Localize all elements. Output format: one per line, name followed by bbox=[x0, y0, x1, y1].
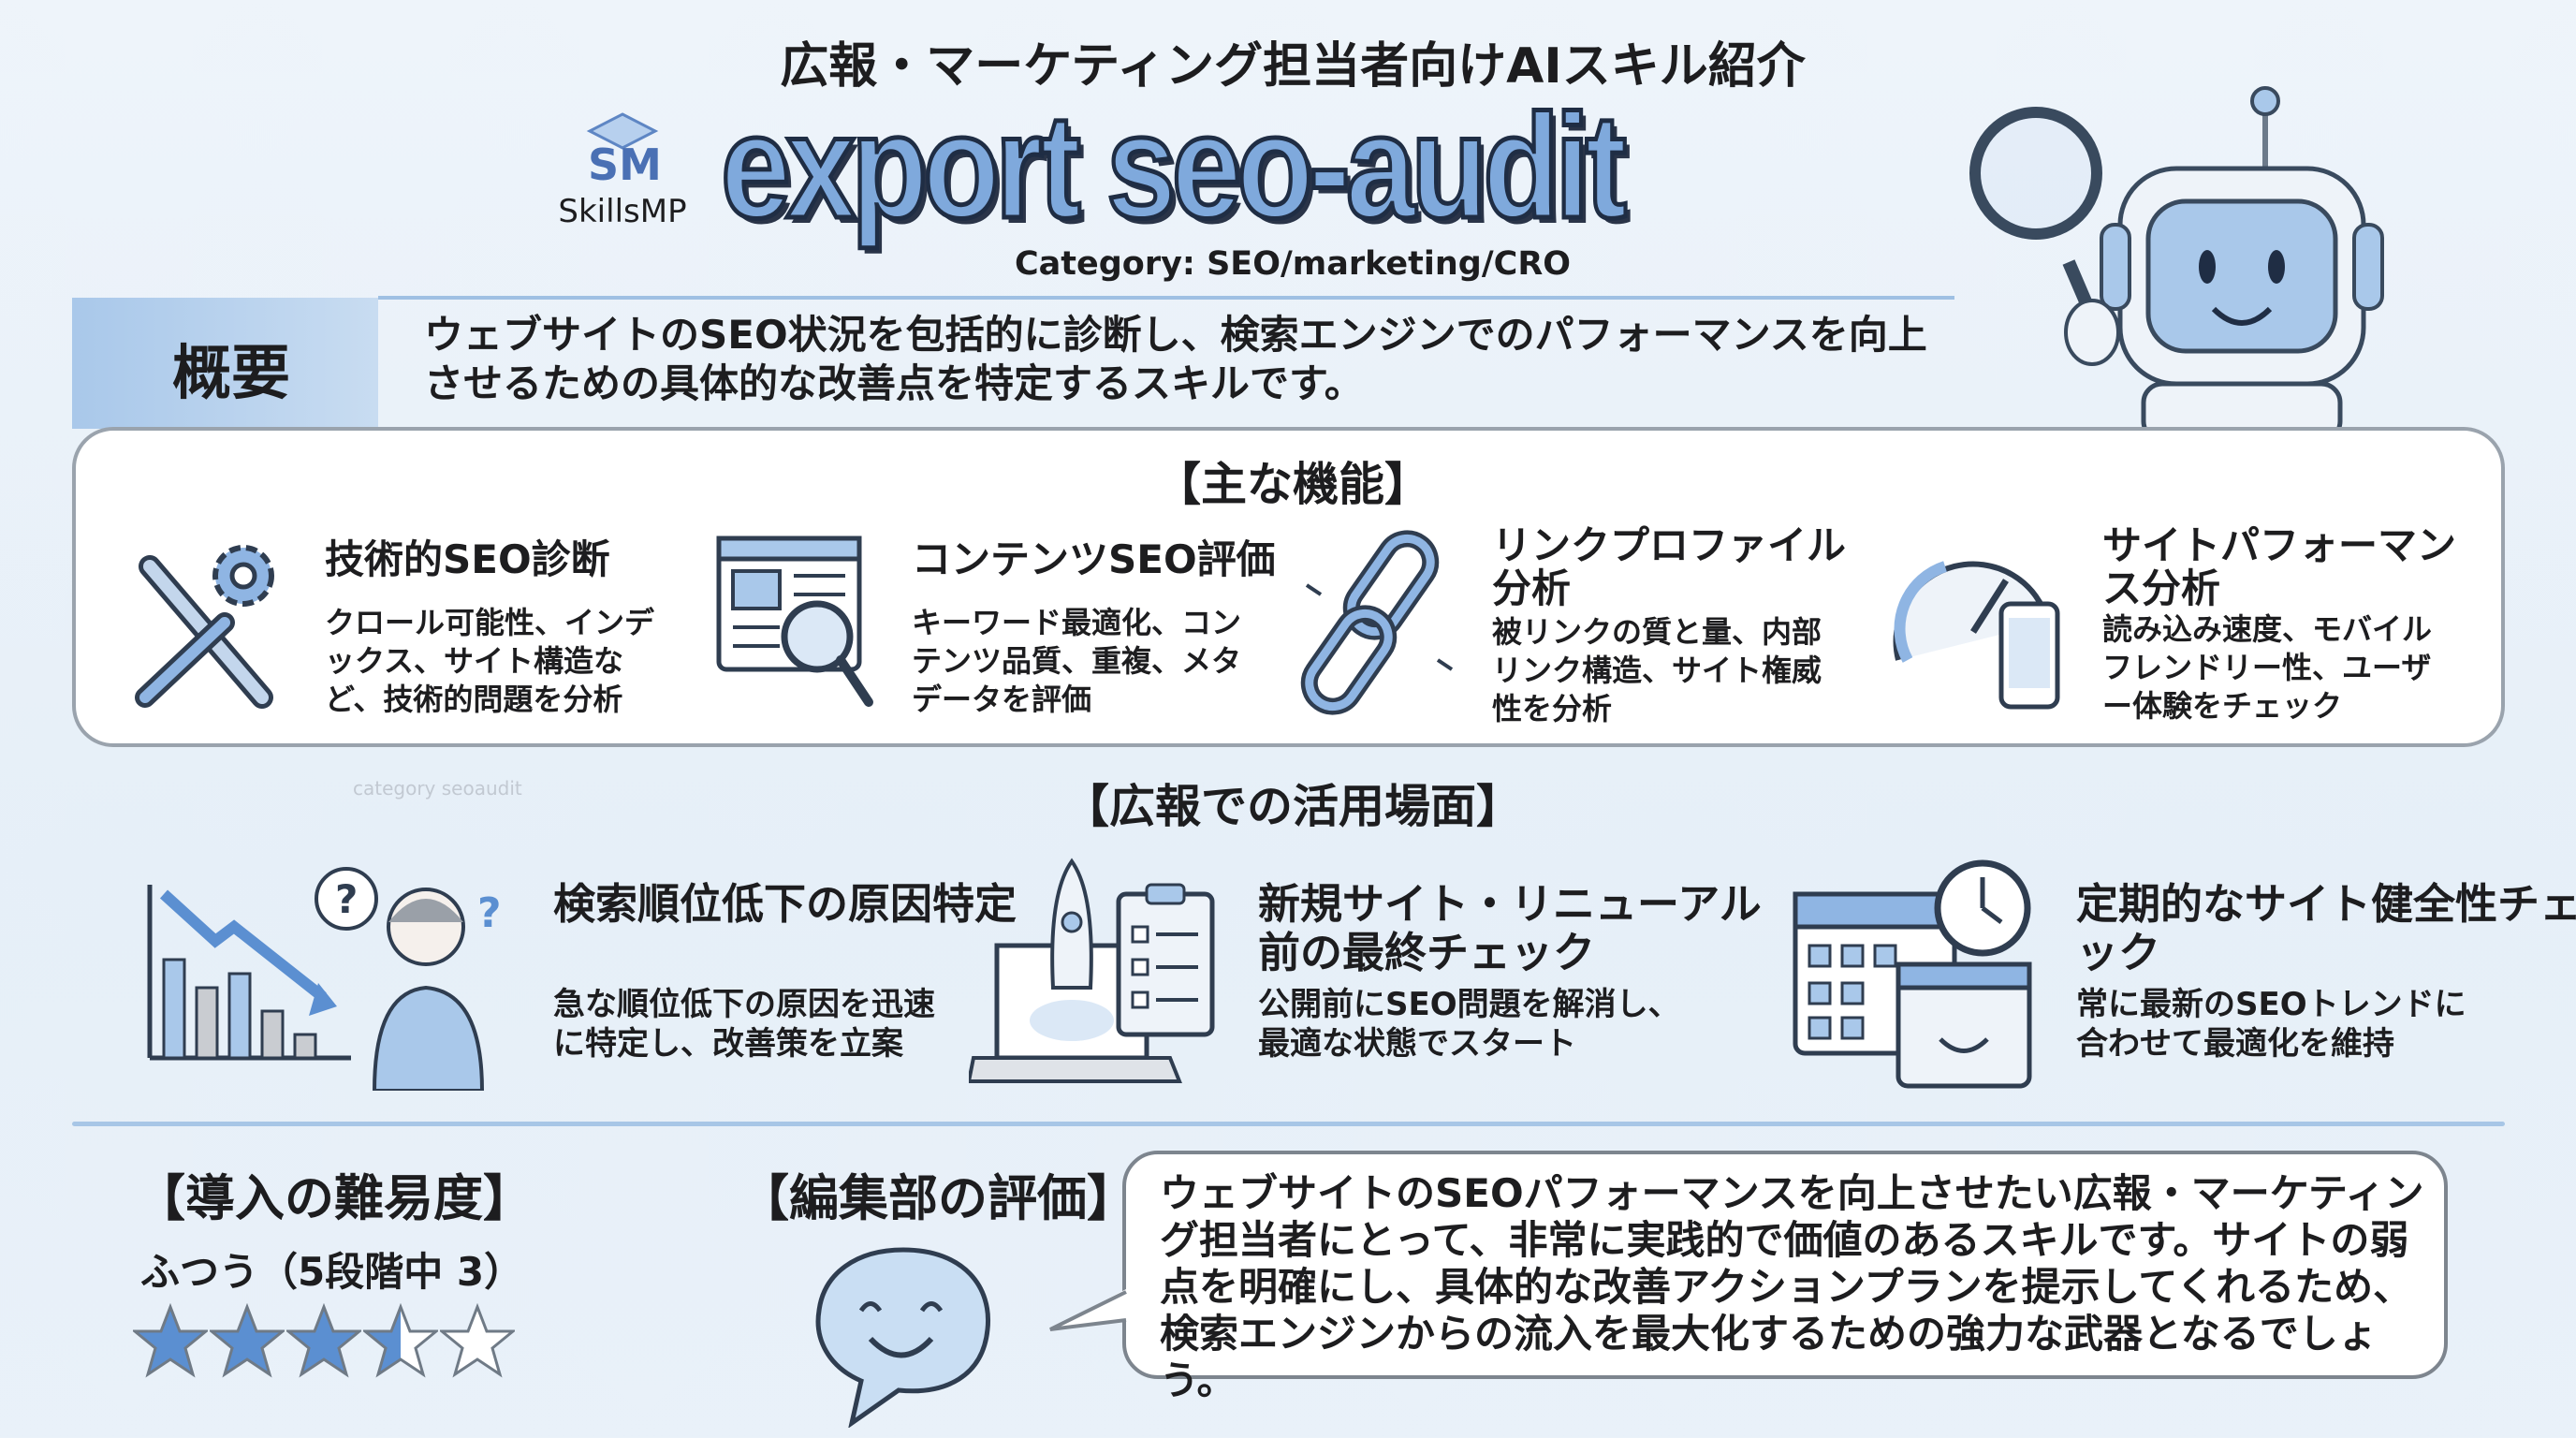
star-filled-icon bbox=[210, 1303, 285, 1378]
features-heading: 【主な機能】 bbox=[1154, 458, 1430, 511]
feature-desc: 読み込み速度、モバイルフレンドリー性、ユーザー体験をチェック bbox=[2102, 611, 2433, 724]
feature-title: 技術的SEO診断 bbox=[325, 536, 610, 582]
section-divider bbox=[72, 1122, 2505, 1126]
feature-title: サイトパフォーマンス分析 bbox=[2102, 522, 2457, 611]
rocket-laptop-checklist-icon bbox=[966, 857, 1222, 1094]
robot-magnifier-illustration bbox=[1910, 84, 2406, 443]
overview-rule bbox=[378, 296, 1954, 300]
difficulty-value: ふつう（5段階中 3） bbox=[140, 1249, 524, 1295]
svg-text:?: ? bbox=[477, 889, 501, 937]
editor-review-bubble bbox=[1122, 1151, 2448, 1379]
feature-title: リンクプロファイル分析 bbox=[1492, 522, 1847, 611]
feature-title: コンテンツSEO評価 bbox=[912, 536, 1276, 582]
use-cases-heading: 【広報での活用場面】 bbox=[1062, 780, 1522, 833]
declining-chart-person-icon: ? ? bbox=[145, 857, 502, 1094]
use-case-title: 新規サイト・リニューアル前の最終チェック bbox=[1258, 879, 1762, 977]
use-case-title: 検索順位低下の原因特定 bbox=[553, 879, 1017, 929]
bubble-tail bbox=[1049, 1289, 1127, 1331]
skillsmp-logo: SM SkillsMP bbox=[552, 110, 693, 230]
page-title: 広報・マーケティング担当者向けAIスキル紹介 bbox=[780, 38, 1806, 95]
feature-desc: キーワード最適化、コンテンツ品質、重複、メタデータを評価 bbox=[912, 605, 1242, 717]
overview-label-band bbox=[72, 298, 378, 429]
use-case-desc: 常に最新のSEOトレンドに合わせて最適化を維持 bbox=[2076, 986, 2466, 1063]
smiling-chat-bubble-icon bbox=[805, 1240, 1002, 1431]
star-empty-icon bbox=[440, 1303, 515, 1378]
watermark-text: category seoaudit bbox=[353, 777, 522, 800]
editor-review-text: ウェブサイトのSEOパフォーマンスを向上させたい広報・マーケティング担当者にとっ… bbox=[1160, 1170, 2424, 1403]
svg-text:?: ? bbox=[335, 876, 358, 922]
calendar-clock-icon bbox=[1791, 857, 2043, 1094]
star-filled-icon bbox=[286, 1303, 361, 1378]
feature-desc: 被リンクの質と量、内部リンク構造、サイト権威性を分析 bbox=[1492, 614, 1822, 726]
category-label: Category: SEO/marketing/CRO bbox=[1014, 245, 1572, 283]
skill-name: export seo-audit bbox=[719, 82, 1629, 252]
star-half-icon bbox=[363, 1303, 438, 1378]
svg-text:SM: SM bbox=[588, 139, 662, 185]
star-filled-icon bbox=[133, 1303, 208, 1378]
difficulty-heading: 【導入の難易度】 bbox=[136, 1170, 533, 1227]
feature-desc: クロール可能性、インデックス、サイト構造など、技術的問題を分析 bbox=[325, 605, 655, 717]
use-case-desc: 急な順位低下の原因を迅速に特定し、改善策を立案 bbox=[553, 986, 935, 1063]
overview-text: ウェブサイトのSEO状況を包括的に診断し、検索エンジンでのパフォーマンスを向上さ… bbox=[424, 312, 1927, 406]
speedometer-phone-icon bbox=[1889, 529, 2060, 716]
use-case-desc: 公開前にSEO問題を解消し、最適な状態でスタート bbox=[1258, 986, 1680, 1063]
features-panel bbox=[72, 427, 2505, 747]
use-case-title: 定期的なサイト健全性チェック bbox=[2076, 879, 2576, 977]
overview-label: 概要 bbox=[172, 339, 290, 407]
chain-link-icon bbox=[1297, 529, 1461, 716]
difficulty-star-rating bbox=[133, 1303, 515, 1378]
logo-mark-icon: SM bbox=[586, 112, 662, 190]
editor-review-heading: 【編集部の評価】 bbox=[739, 1170, 1136, 1227]
wrench-gear-icon bbox=[122, 529, 285, 716]
logo-text: SkillsMP bbox=[558, 193, 687, 230]
document-magnifier-icon bbox=[714, 529, 878, 716]
